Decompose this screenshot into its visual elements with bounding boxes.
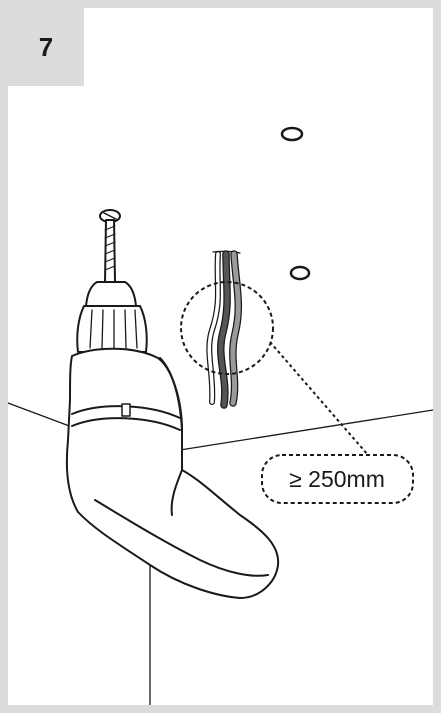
screw-hole-icon [280, 126, 304, 142]
step-number: 7 [38, 31, 54, 62]
min-distance-label: ≥ 250mm [289, 466, 385, 492]
drill-icon [65, 209, 280, 599]
cable-bundle-icon [206, 250, 242, 409]
screw-hole-icon [289, 265, 311, 281]
step-badge: 7 [8, 8, 84, 86]
distance-leader-line [269, 341, 369, 456]
cable-zone-circle [180, 281, 274, 375]
distance-label-box [261, 454, 414, 504]
